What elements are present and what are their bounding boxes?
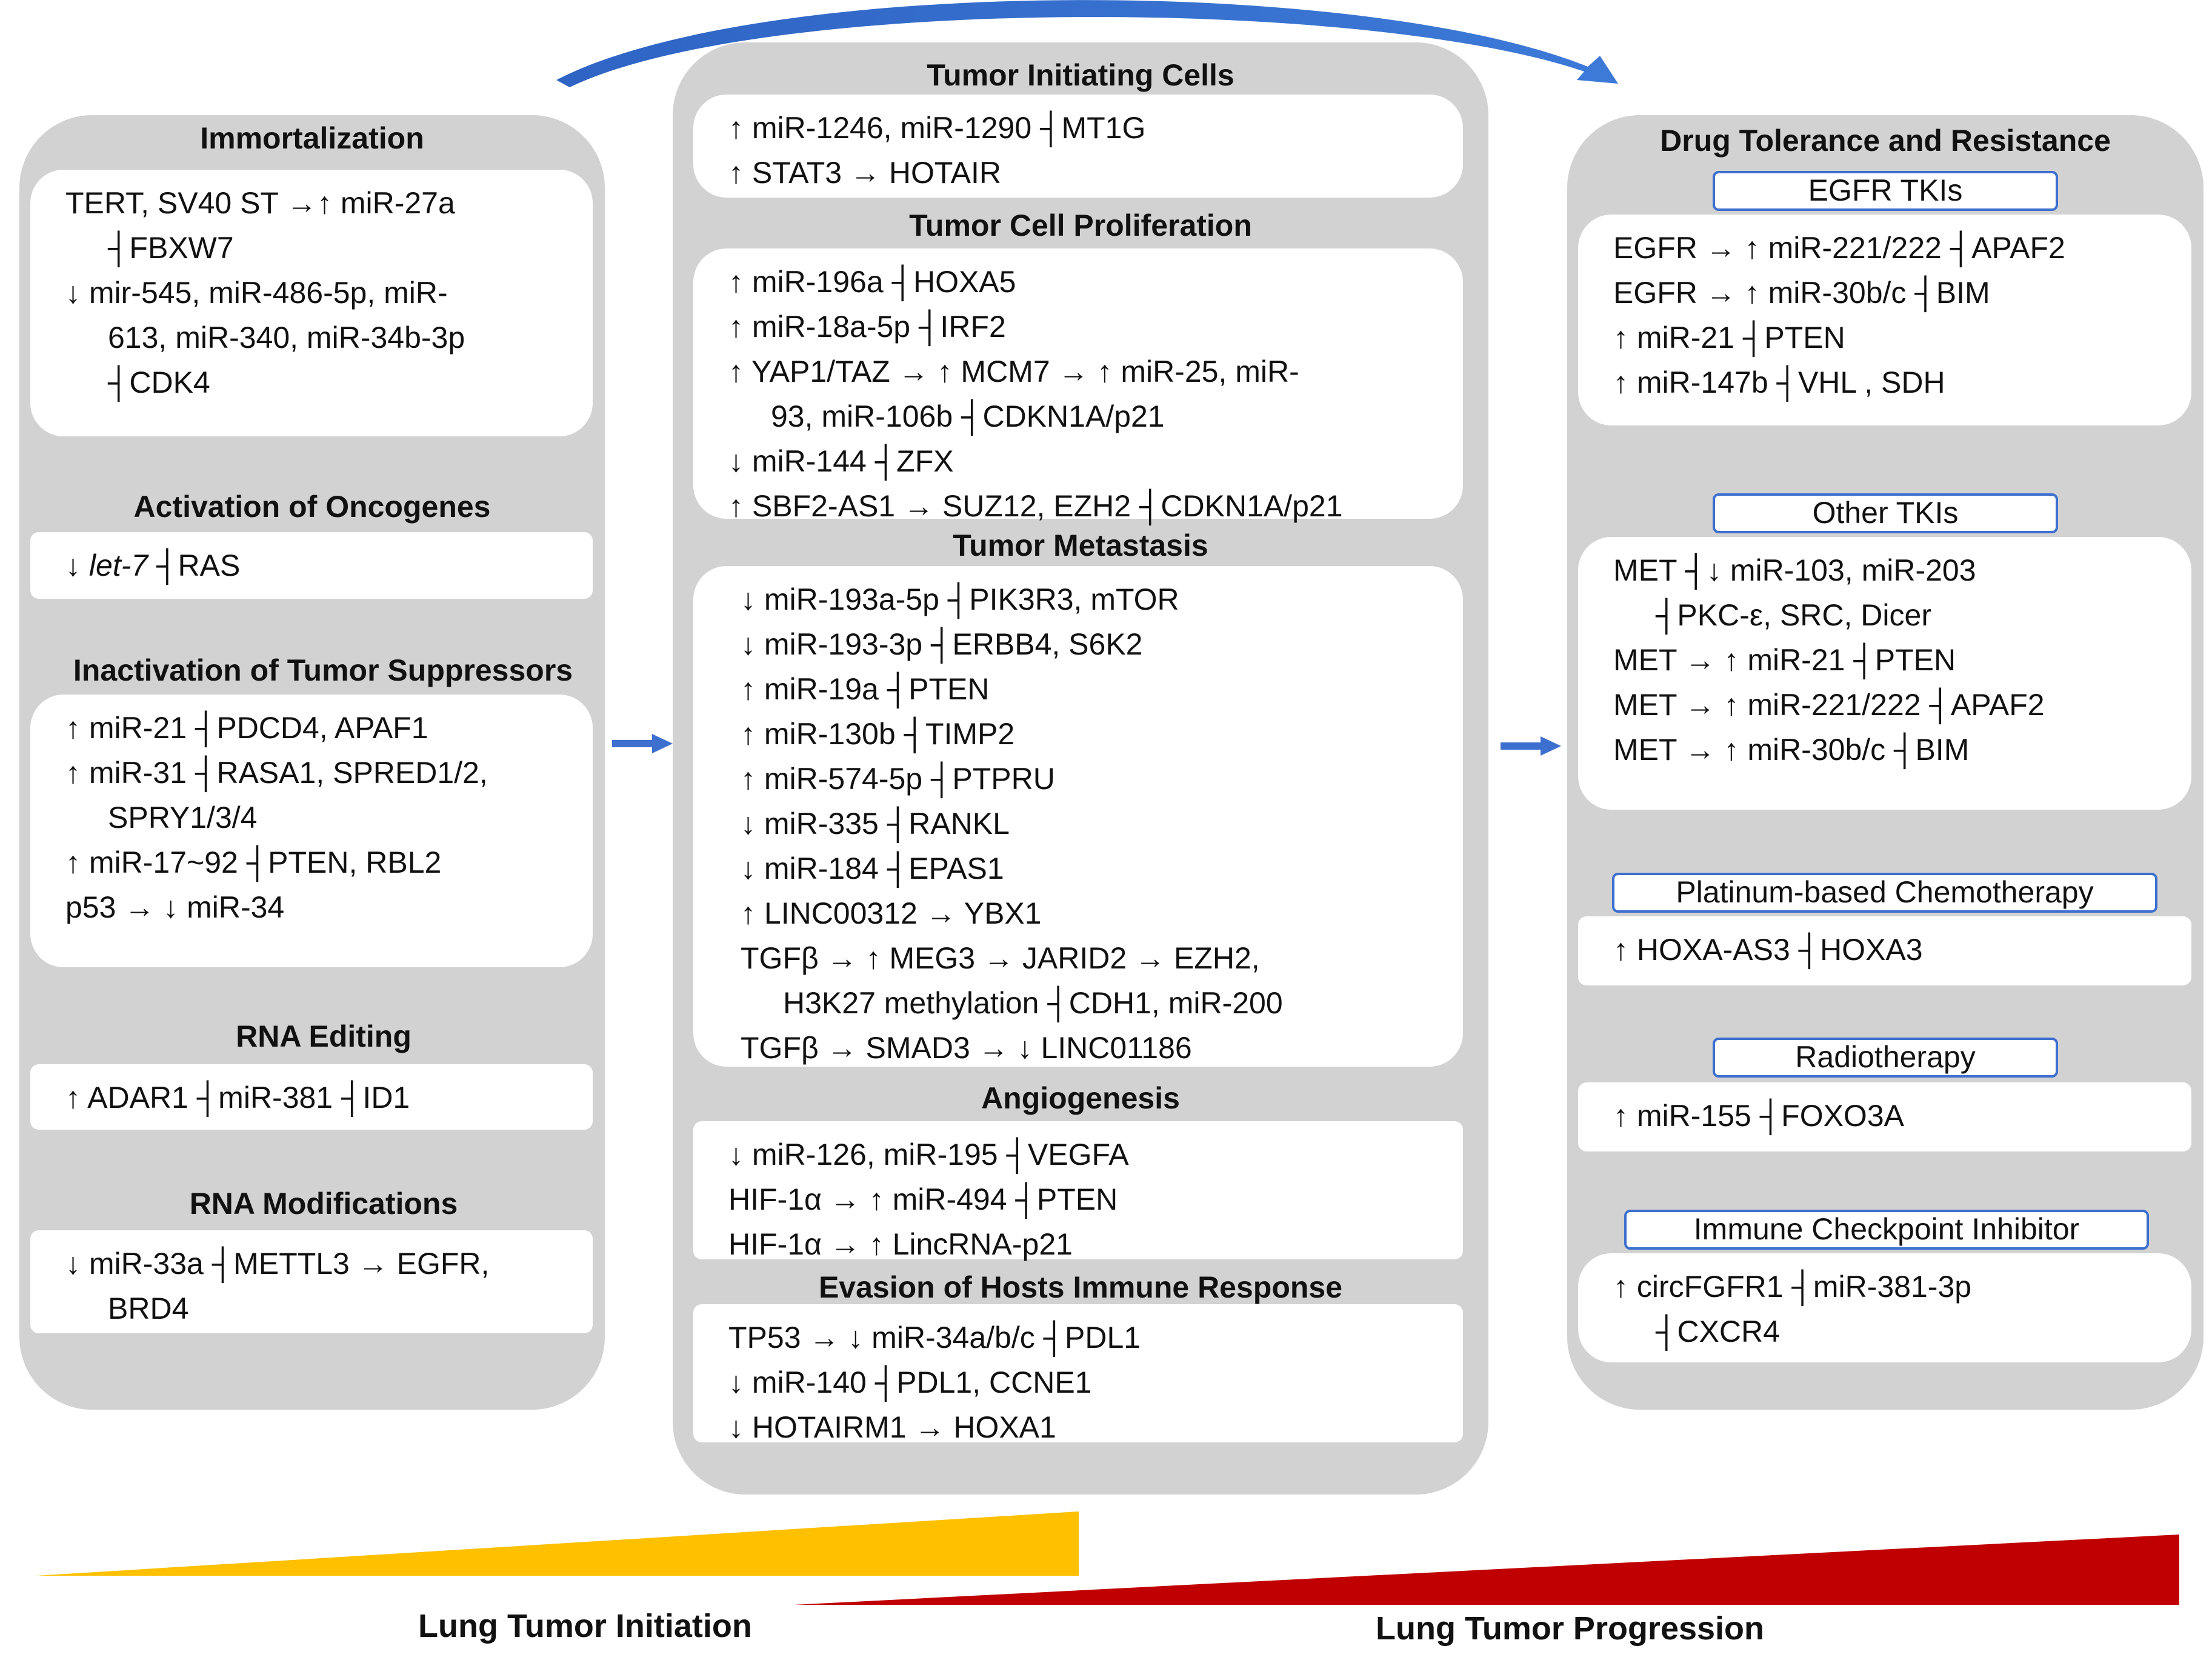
lung-tumor-progression-label: Lung Tumor Progression (1376, 1610, 1765, 1647)
metastasis-line: ↓ miR-184 ┤EPAS1 (741, 851, 1004, 885)
metastasis-line: ↑ LINC00312 → YBX1 (741, 896, 1042, 930)
immune-line: TP53 → ↓ miR-34a/b/c ┤PDL1 (728, 1321, 1141, 1355)
immune-box: TP53 → ↓ miR-34a/b/c ┤PDL1 ↓ miR-140 ┤PD… (693, 1304, 1463, 1444)
rna-editing-line: ↑ ADAR1 ┤miR-381 ┤ID1 (65, 1081, 410, 1115)
rna-modifications-box: ↓ miR-33a ┤METTL3 → EGFR, BRD4 (30, 1230, 593, 1333)
immortalization-line: ┤CDK4 (108, 365, 210, 399)
proliferation-line: ↑ YAP1/TAZ → ↑ MCM7 → ↑ miR-25, miR- (728, 355, 1299, 388)
section-title-suppressors: Inactivation of Tumor Suppressors (73, 653, 573, 687)
egfr-box: EGFR → ↑ miR-221/222 ┤APAF2 EGFR → ↑ miR… (1578, 215, 2191, 425)
immortalization-line: ┤FBXW7 (108, 231, 234, 265)
immortalization-line: TERT, SV40 ST →↑ miR-27a (65, 186, 455, 220)
suppressors-line: p53 → ↓ miR-34 (65, 890, 285, 924)
other-tkis-line: MET → ↑ miR-30b/c ┤BIM (1613, 733, 1970, 767)
immortalization-box: TERT, SV40 ST →↑ miR-27a ┤FBXW7 ↓ mir-54… (30, 170, 593, 436)
tag-radiotherapy: Radiotherapy (1713, 1038, 2058, 1078)
section-title-drug-resistance: Drug Tolerance and Resistance (1660, 124, 2111, 158)
section-title-immune: Evasion of Hosts Immune Response (818, 1270, 1343, 1304)
metastasis-line: H3K27 methylation ┤CDH1, miR-200 (783, 986, 1283, 1020)
initiating-box: ↑ miR-1246, miR-1290 ┤MT1G ↑ STAT3 → HOT… (693, 95, 1463, 198)
section-title-angiogenesis: Angiogenesis (981, 1081, 1180, 1115)
angiogenesis-line: HIF-1α → ↑ LincRNA-p21 (728, 1227, 1073, 1261)
metastasis-line: ↑ miR-130b ┤TIMP2 (741, 717, 1015, 751)
other-tkis-box: MET ┤↓ miR-103, miR-203 ┤PKC-ε, SRC, Dic… (1578, 537, 2191, 810)
proliferation-line: ↓ miR-144 ┤ZFX (728, 444, 954, 478)
oncogenes-suffix: ┤RAS (148, 548, 241, 582)
immortalization-line: 613, miR-340, miR-34b-3p (108, 321, 465, 355)
other-tkis-line: MET → ↑ miR-221/222 ┤APAF2 (1613, 688, 2045, 722)
immune-line: ↓ HOTAIRM1 → HOXA1 (728, 1410, 1056, 1444)
oncogenes-box: ↓ let-7 ┤RAS (30, 532, 593, 599)
egfr-line: EGFR → ↑ miR-221/222 ┤APAF2 (1613, 231, 2065, 265)
platinum-line: ↑ HOXA-AS3 ┤HOXA3 (1613, 933, 1923, 967)
initiating-line: ↑ STAT3 → HOTAIR (728, 156, 1002, 190)
rna-modifications-line: BRD4 (108, 1291, 189, 1325)
other-tkis-line: ┤PKC-ε, SRC, Dicer (1656, 598, 1931, 632)
section-title-proliferation: Tumor Cell Proliferation (909, 208, 1252, 242)
oncogenes-prefix: ↓ (65, 548, 89, 582)
proliferation-line: ↑ SBF2-AS1 → SUZ12, EZH2 ┤CDKN1A/p21 (728, 489, 1343, 523)
suppressors-line: ↑ miR-21 ┤PDCD4, APAF1 (65, 711, 428, 745)
egfr-line: ↑ miR-21 ┤PTEN (1613, 321, 1845, 355)
radiotherapy-box: ↑ miR-155 ┤FOXO3A (1578, 1082, 2191, 1151)
initiating-line: ↑ miR-1246, miR-1290 ┤MT1G (728, 111, 1146, 145)
metastasis-line: ↓ miR-193a-5p ┤PIK3R3, mTOR (741, 582, 1179, 616)
checkpoint-line: ↑ circFGFR1 ┤miR-381-3p (1613, 1270, 1972, 1304)
metastasis-line: ↑ miR-19a ┤PTEN (741, 672, 990, 706)
tag-platinum-chemotherapy: Platinum-based Chemotherapy (1612, 873, 2157, 913)
suppressors-line: SPRY1/3/4 (108, 801, 258, 835)
immune-line: ↓ miR-140 ┤PDL1, CCNE1 (728, 1365, 1092, 1399)
metastasis-box: ↓ miR-193a-5p ┤PIK3R3, mTOR ↓ miR-193-3p… (693, 566, 1463, 1067)
platinum-box: ↑ HOXA-AS3 ┤HOXA3 (1578, 916, 2191, 985)
metastasis-line: ↓ miR-193-3p ┤ERBB4, S6K2 (741, 627, 1143, 661)
suppressors-line: ↑ miR-31 ┤RASA1, SPRED1/2, (65, 756, 488, 790)
proliferation-line: ↑ miR-18a-5p ┤IRF2 (728, 310, 1006, 344)
section-title-oncogenes: Activation of Oncogenes (133, 490, 491, 524)
rna-modifications-line: ↓ miR-33a ┤METTL3 → EGFR, (65, 1247, 490, 1281)
other-tkis-line: MET → ↑ miR-21 ┤PTEN (1613, 643, 1956, 677)
progression-wedge (794, 1535, 2179, 1605)
checkpoint-line: ┤CXCR4 (1656, 1315, 1780, 1348)
oncogenes-line: ↓ let-7 ┤RAS (65, 543, 593, 588)
egfr-line: EGFR → ↑ miR-30b/c ┤BIM (1613, 276, 1990, 310)
arrow-middle-to-right (1501, 736, 1561, 756)
rna-editing-box: ↑ ADAR1 ┤miR-381 ┤ID1 (30, 1064, 593, 1130)
section-title-immortalization: Immortalization (200, 121, 424, 155)
top-curved-arrow (556, 0, 1618, 87)
suppressors-line: ↑ miR-17~92 ┤PTEN, RBL2 (65, 845, 442, 879)
metastasis-line: ↑ miR-574-5p ┤PTPRU (741, 762, 1055, 796)
metastasis-line: TGFβ → SMAD3 → ↓ LINC01186 (741, 1031, 1192, 1065)
metastasis-line: TGFβ → ↑ MEG3 → JARID2 → EZH2, (741, 941, 1260, 975)
let7-text: let-7 (88, 548, 148, 582)
tag-immune-checkpoint: Immune Checkpoint Inhibitor (1624, 1210, 2149, 1250)
proliferation-line: ↑ miR-196a ┤HOXA5 (728, 265, 1016, 299)
radiotherapy-line: ↑ miR-155 ┤FOXO3A (1613, 1099, 1904, 1133)
tag-egfr-tkis: EGFR TKIs (1713, 171, 2058, 211)
suppressors-box: ↑ miR-21 ┤PDCD4, APAF1 ↑ miR-31 ┤RASA1, … (30, 695, 593, 967)
metastasis-line: ↓ miR-335 ┤RANKL (741, 807, 1010, 841)
arrow-left-to-middle (612, 734, 673, 753)
lung-tumor-initiation-label: Lung Tumor Initiation (418, 1608, 752, 1644)
proliferation-line: 93, miR-106b ┤CDKN1A/p21 (771, 399, 1165, 433)
egfr-line: ↑ miR-147b ┤VHL , SDH (1613, 365, 1945, 399)
checkpoint-box: ↑ circFGFR1 ┤miR-381-3p ┤CXCR4 (1578, 1253, 2191, 1362)
section-title-rna-editing: RNA Editing (236, 1019, 411, 1053)
section-title-rna-modifications: RNA Modifications (189, 1187, 458, 1221)
section-title-initiating: Tumor Initiating Cells (927, 58, 1234, 92)
other-tkis-line: MET ┤↓ miR-103, miR-203 (1613, 553, 1976, 587)
immortalization-line: ↓ mir-545, miR-486-5p, miR- (65, 276, 448, 310)
proliferation-box: ↑ miR-196a ┤HOXA5 ↑ miR-18a-5p ┤IRF2 ↑ Y… (693, 248, 1463, 523)
angiogenesis-box: ↓ miR-126, miR-195 ┤VEGFA HIF-1α → ↑ miR… (693, 1121, 1463, 1261)
angiogenesis-line: HIF-1α → ↑ miR-494 ┤PTEN (728, 1182, 1118, 1216)
angiogenesis-line: ↓ miR-126, miR-195 ┤VEGFA (728, 1138, 1129, 1171)
section-title-metastasis: Tumor Metastasis (953, 528, 1208, 562)
tag-other-tkis: Other TKIs (1713, 493, 2058, 533)
initiation-wedge (36, 1511, 1079, 1576)
